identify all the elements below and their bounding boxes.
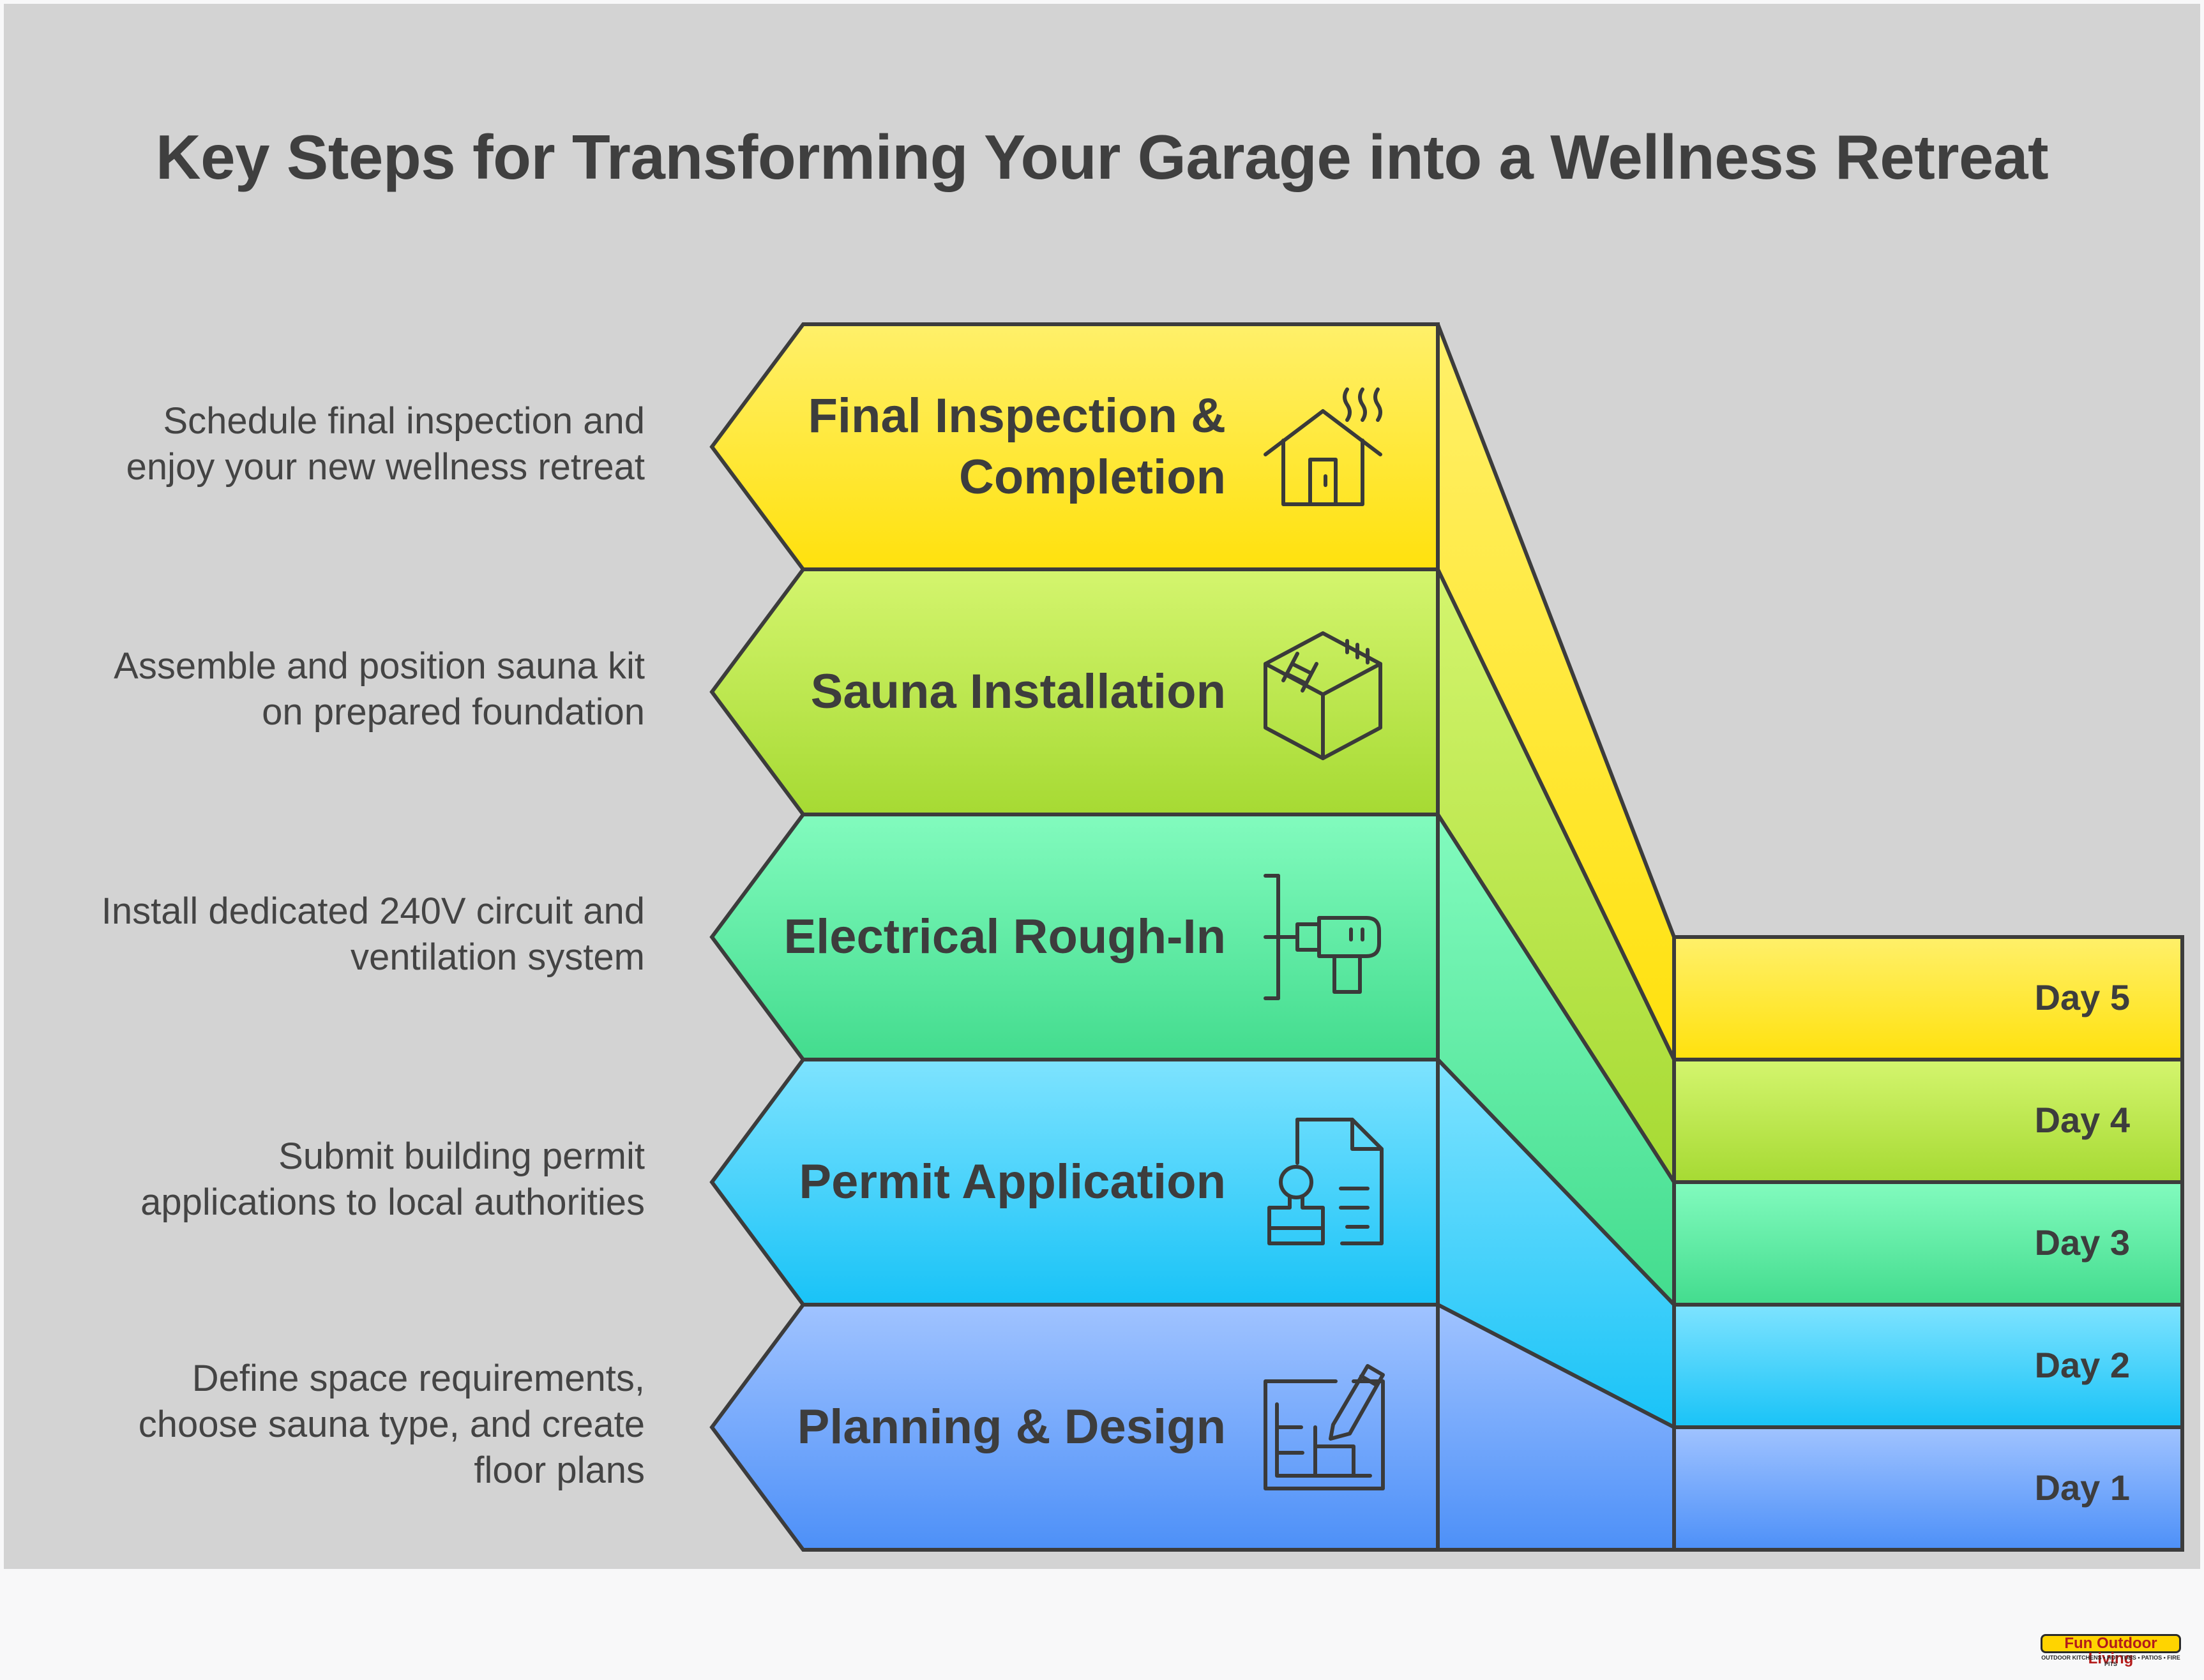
day-bar <box>1672 1425 2184 1552</box>
step-description-line: Schedule final inspection and <box>163 400 645 442</box>
step-label: Planning & Design <box>651 1397 1226 1458</box>
step-label: Permit Application <box>651 1151 1226 1213</box>
step-description-line: choose sauna type, and create <box>138 1404 645 1445</box>
step-description-line: Define space requirements, <box>192 1358 645 1399</box>
step-label: Final Inspection & Completion <box>651 386 1227 508</box>
day-bar <box>1672 1058 2184 1184</box>
day-bar <box>1672 1180 2184 1307</box>
step-label-line: Electrical Rough-In <box>783 910 1226 964</box>
blueprint-pencil-icon <box>1264 1364 1385 1490</box>
day-label: Day 5 <box>2034 977 2130 1017</box>
step-label-line: Permit Application <box>799 1155 1226 1209</box>
day-bar <box>1672 935 2184 1061</box>
logo-tagline: OUTDOOR KITCHENS • HOT TUBS • PATIOS • F… <box>2041 1654 2180 1667</box>
day-label: Day 2 <box>2034 1345 2130 1385</box>
day-label: Day 4 <box>2034 1100 2130 1140</box>
step-description: Define space requirements, choose sauna t… <box>19 1356 645 1494</box>
step-description-line: applications to local authorities <box>140 1181 645 1223</box>
step-arrow <box>709 1303 1440 1552</box>
step-label-line: Completion <box>959 450 1226 504</box>
logo-wordmark: Fun Outdoor Living <box>2041 1634 2181 1667</box>
step-description-line: enjoy your new wellness retreat <box>126 446 645 488</box>
step-label-line: Final Inspection & <box>808 389 1227 443</box>
permit-stamp-icon <box>1267 1118 1384 1245</box>
step-label: Sauna Installation <box>651 661 1226 723</box>
drill-icon <box>1264 874 1381 1000</box>
fun-outdoor-living-logo: Fun Outdoor Living OUTDOOR KITCHENS • HO… <box>2041 1634 2181 1667</box>
house-steam-icon <box>1264 387 1382 506</box>
step-description-line: Assemble and position sauna kit <box>114 645 645 687</box>
day-bar <box>1672 1303 2184 1429</box>
step-label: Electrical Rough-In <box>651 906 1226 968</box>
sauna-ladder-icon <box>1264 631 1382 760</box>
step-description-line: floor plans <box>474 1450 645 1491</box>
day-label: Day 3 <box>2034 1222 2130 1263</box>
step-description-line: Submit building permit <box>278 1136 645 1177</box>
step-description-line: on prepared foundation <box>262 691 645 733</box>
step-description-line: ventilation system <box>351 936 645 978</box>
step-label-line: Sauna Installation <box>810 664 1226 719</box>
step-label-line: Planning & Design <box>797 1400 1226 1454</box>
day-label: Day 1 <box>2034 1467 2130 1508</box>
page-title: Key Steps for Transforming Your Garage i… <box>155 122 2049 192</box>
step-description-line: Install dedicated 240V circuit and <box>101 890 645 932</box>
